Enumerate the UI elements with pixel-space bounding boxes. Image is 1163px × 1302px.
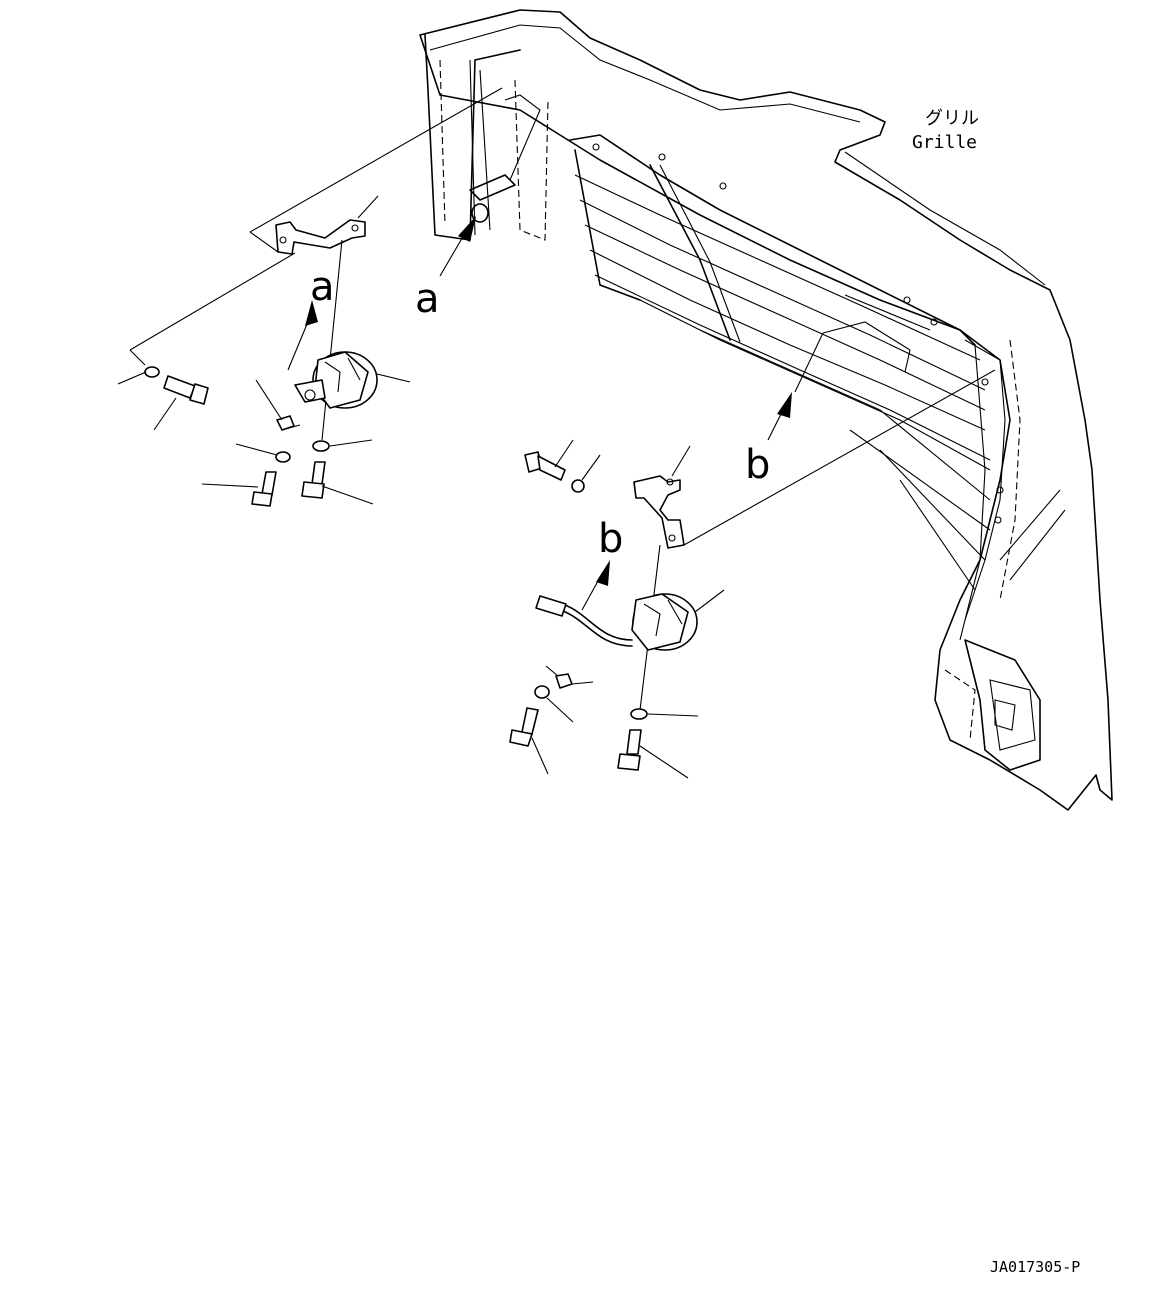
callout-a-left-text: a xyxy=(310,264,335,310)
drawing-code: JA017305-P xyxy=(990,1258,1080,1276)
right-washer-3 xyxy=(630,708,648,720)
left-lamp xyxy=(294,351,378,409)
callout-a-grille-text: a xyxy=(415,276,440,322)
left-bolt-1 xyxy=(163,375,209,405)
grille-label-jp: グリル xyxy=(925,108,979,129)
right-bolt-3 xyxy=(617,729,642,771)
left-washer-1 xyxy=(144,366,160,378)
right-lamp xyxy=(535,593,698,651)
grille-label: グリル Grille xyxy=(912,108,979,153)
left-bolt-2 xyxy=(251,471,277,507)
right-lamp-assembly: b xyxy=(509,369,996,779)
callout-b-grille: b xyxy=(745,332,824,488)
grille-louvres xyxy=(569,134,1004,591)
right-bolt-2 xyxy=(509,707,539,747)
left-washer-2 xyxy=(275,451,291,463)
left-lamp-assembly: a xyxy=(117,87,503,507)
mount-point-a xyxy=(469,94,541,223)
callout-a-grille: a xyxy=(415,216,476,322)
left-washer-3 xyxy=(312,440,330,452)
callout-b-grille-text: b xyxy=(745,442,770,488)
right-bracket xyxy=(633,475,685,549)
right-bolt-1 xyxy=(524,451,566,481)
right-washer-2 xyxy=(534,685,550,699)
callout-b-lower-text: b xyxy=(598,516,623,562)
left-bolt-3 xyxy=(301,461,326,499)
grille-panel xyxy=(419,9,1113,811)
right-washer-1 xyxy=(571,479,585,493)
right-nut xyxy=(555,673,573,689)
callout-a-left: a xyxy=(287,264,335,371)
grille-label-en: Grille xyxy=(912,132,977,153)
left-bracket xyxy=(275,219,366,255)
callout-b-lower: b xyxy=(581,516,623,611)
